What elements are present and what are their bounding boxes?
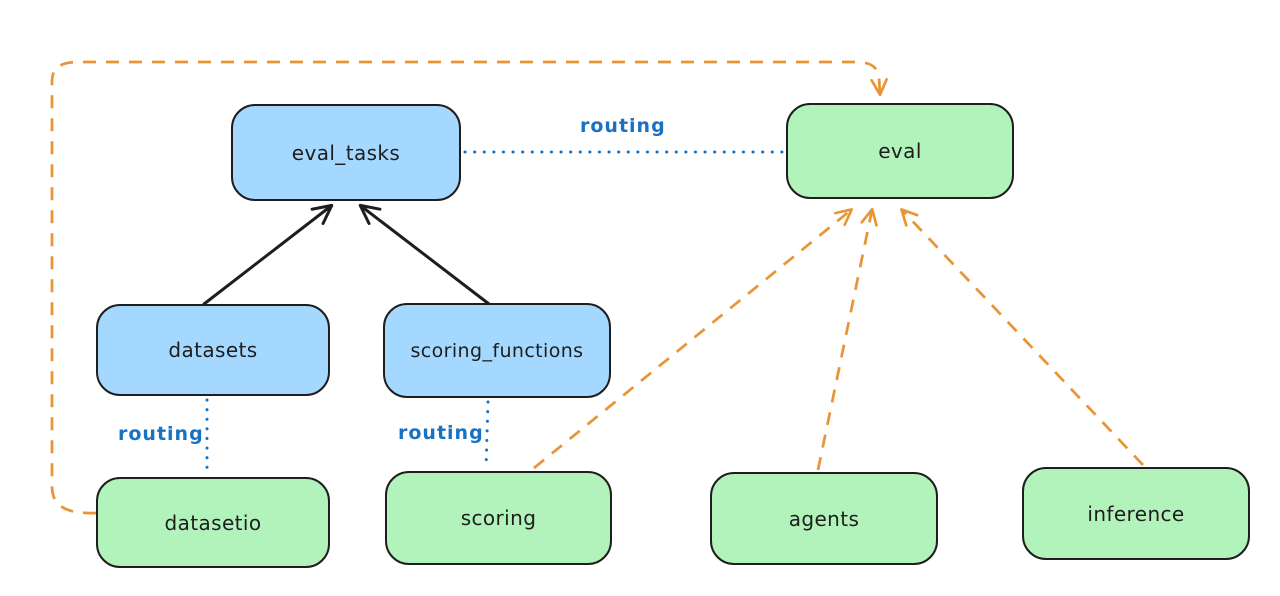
node-agents-label: agents [788,506,860,531]
edge-agents-to-eval [816,207,878,471]
node-eval-tasks: eval_tasks [231,104,461,201]
node-datasets: datasets [96,304,330,396]
node-agents: agents [710,472,938,565]
node-inference-label: inference [1087,501,1185,526]
edge-inference-to-eval [900,208,1144,466]
edge-label-routing-datasetio: routing [118,423,204,445]
node-eval-label: eval [878,139,922,163]
node-datasets-label: datasets [168,338,258,362]
node-inference: inference [1022,467,1250,560]
node-scoring-label: scoring [460,506,537,530]
node-datasetio-label: datasetio [164,510,262,535]
edge-datasets-to-eval-tasks [202,203,334,306]
node-scoring: scoring [385,471,612,565]
node-eval: eval [786,103,1014,199]
edge-label-routing-eval: routing [580,115,666,137]
node-eval-tasks-label: eval_tasks [291,140,401,165]
node-datasetio: datasetio [96,477,330,568]
edge-datasetio-to-eval [50,60,888,515]
edge-scoring-functions-to-eval-tasks [358,203,491,306]
edge-scoring-functions-to-scoring-routing [484,400,490,470]
edge-label-routing-scoring: routing [398,422,484,444]
node-scoring-functions: scoring_functions [383,303,611,398]
node-scoring-functions-label: scoring_functions [410,339,584,362]
